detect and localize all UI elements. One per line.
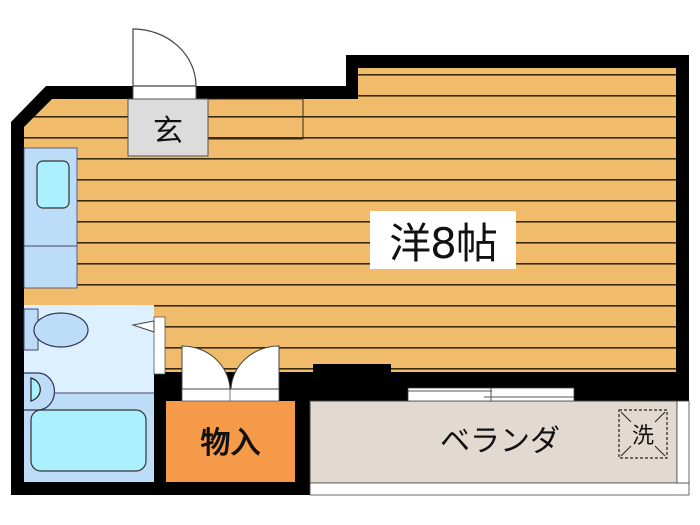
entrance-door[interactable] xyxy=(132,28,197,100)
kitchen xyxy=(23,147,78,289)
bathroom xyxy=(23,305,166,482)
entrance-label: 玄 xyxy=(153,114,183,149)
entrance-floor xyxy=(127,98,209,157)
washer-space xyxy=(618,409,668,459)
washer-label: 洗 xyxy=(631,424,654,449)
main-room-label-bg xyxy=(370,211,516,269)
closet-doors[interactable] xyxy=(181,345,280,402)
main-room-label: 洋8帖 xyxy=(389,218,498,268)
bathtub-icon xyxy=(30,409,147,472)
sliding-window[interactable] xyxy=(407,387,575,402)
veranda-label: ベランダ xyxy=(440,424,560,459)
bathroom-door[interactable] xyxy=(153,316,166,375)
toilet-icon xyxy=(33,312,89,348)
washbasin-icon xyxy=(30,377,41,402)
veranda xyxy=(309,384,690,496)
storage-closet xyxy=(166,345,295,482)
storage-label: 物入 xyxy=(200,426,261,461)
kitchen-sink xyxy=(36,160,70,209)
